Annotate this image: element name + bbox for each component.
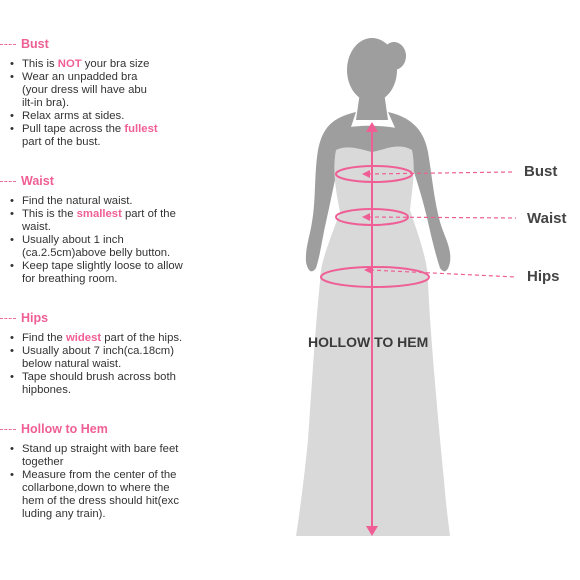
instruction-text: hem of the dress should hit(exc	[22, 495, 179, 507]
hips-measure-ellipse	[320, 266, 430, 288]
bust-section-title: Bust	[21, 37, 49, 51]
dashed-line	[0, 318, 16, 319]
instruction-line: luding any train).	[8, 508, 215, 521]
instruction-text: part of the hips.	[101, 332, 183, 344]
bust-arrow	[362, 170, 370, 178]
instruction-line: Pull tape across the fullest	[8, 123, 215, 136]
hollow-top-arrow	[366, 122, 378, 132]
instruction-line: This is NOT your bra size	[8, 58, 215, 71]
bust-pointer-line	[367, 171, 513, 175]
instruction-line: Relax arms at sides.	[8, 110, 215, 123]
instruction-text: This is	[22, 58, 58, 70]
instruction-line: Find the widest part of the hips.	[8, 332, 215, 345]
instruction-line: for breathing room.	[8, 273, 215, 286]
bust-label: Bust	[524, 163, 558, 180]
instruction-text: Wear an unpadded bra	[22, 71, 138, 83]
instruction-text: Find the natural waist.	[22, 195, 133, 207]
instruction-text: collarbone,down to where the	[22, 482, 170, 494]
instruction-text: your bra size	[81, 58, 150, 70]
highlighted-text: widest	[65, 332, 102, 344]
dashed-line	[0, 181, 16, 182]
instruction-line: Usually about 1 inch	[8, 234, 215, 247]
bust-section-header: Bust	[0, 36, 215, 54]
bust-section: Bust This is NOT your bra sizeWear an un…	[0, 36, 215, 149]
instruction-line: ilt-in bra).	[8, 97, 215, 110]
instruction-line: hem of the dress should hit(exc	[8, 495, 215, 508]
hem-bottom-arrow	[366, 526, 378, 536]
instruction-text: Measure from the center of the	[22, 469, 177, 481]
dashed-line	[0, 44, 16, 45]
instruction-text: Usually about 7 inch(ca.18cm)	[22, 345, 174, 357]
instruction-line: Usually about 7 inch(ca.18cm)	[8, 345, 215, 358]
highlighted-text: fullest	[124, 123, 158, 135]
waist-label: Waist	[527, 210, 567, 227]
instruction-line: part of the bust.	[8, 136, 215, 149]
instruction-line: waist.	[8, 221, 215, 234]
instruction-line: collarbone,down to where the	[8, 482, 215, 495]
instruction-text: waist.	[22, 221, 51, 233]
hips-label: Hips	[527, 268, 560, 285]
instruction-line: below natural waist.	[8, 358, 215, 371]
instruction-line: This is the smallest part of the	[8, 208, 215, 221]
bust-instructions: This is NOT your bra sizeWear an unpadde…	[8, 58, 215, 149]
instruction-text: below natural waist.	[22, 358, 122, 370]
bust-measure-ellipse	[335, 165, 413, 183]
waist-section-title: Waist	[21, 174, 54, 188]
hips-section-header: Hips	[0, 310, 215, 328]
hips-section-title: Hips	[21, 311, 49, 325]
instruction-line: Stand up straight with bare feet	[8, 443, 215, 456]
hollow-to-hem-section-title: Hollow to Hem	[21, 422, 108, 436]
instruction-line: (ca.2.5cm)above belly button.	[8, 247, 215, 260]
instruction-text: for breathing room.	[22, 273, 118, 285]
instruction-text: Relax arms at sides.	[22, 110, 125, 122]
instruction-line: Keep tape slightly loose to allow	[8, 260, 215, 273]
instruction-text: Stand up straight with bare feet	[22, 443, 179, 455]
hips-pointer-line	[369, 269, 517, 278]
dashed-line	[0, 429, 16, 430]
hollow-to-hem-section: Hollow to Hem Stand up straight with bar…	[0, 421, 215, 521]
instruction-text: ilt-in bra).	[22, 97, 70, 109]
instruction-text: (your dress will have abu	[22, 84, 147, 96]
instruction-line: (your dress will have abu	[8, 84, 215, 97]
hips-section: Hips Find the widest part of the hips.Us…	[0, 310, 215, 397]
instruction-line: together	[8, 456, 215, 469]
waist-arrow	[362, 213, 370, 221]
instruction-line: Find the natural waist.	[8, 195, 215, 208]
instruction-text: This is the	[22, 208, 77, 220]
instruction-line: hipbones.	[8, 384, 215, 397]
instruction-text: part of the	[121, 208, 176, 220]
instruction-text: Usually about 1 inch	[22, 234, 124, 246]
waist-section: Waist Find the natural waist.This is the…	[0, 173, 215, 286]
highlighted-text: smallest	[76, 208, 122, 220]
instruction-text: part of the bust.	[22, 136, 101, 148]
waist-pointer-line	[367, 216, 517, 219]
hollow-to-hem-label: HOLLOW TO HEM	[308, 334, 429, 350]
hips-instructions: Find the widest part of the hips.Usually…	[8, 332, 215, 397]
hollow-to-hem-instructions: Stand up straight with bare feettogether…	[8, 443, 215, 521]
instruction-line: Wear an unpadded bra	[8, 71, 215, 84]
hollow-to-hem-section-header: Hollow to Hem	[0, 421, 215, 439]
hips-arrow	[364, 266, 372, 274]
instruction-text: Keep tape slightly loose to allow	[22, 260, 183, 272]
instruction-line: Tape should brush across both	[8, 371, 215, 384]
waist-section-header: Waist	[0, 173, 215, 191]
instruction-text: (ca.2.5cm)above belly button.	[22, 247, 171, 259]
instruction-text: Tape should brush across both	[22, 371, 176, 383]
instruction-text: luding any train).	[22, 508, 106, 520]
instruction-text: together	[22, 456, 64, 468]
instruction-text: hipbones.	[22, 384, 71, 396]
highlighted-text: NOT	[57, 58, 82, 70]
instruction-line: Measure from the center of the	[8, 469, 215, 482]
waist-instructions: Find the natural waist.This is the small…	[8, 195, 215, 286]
instruction-text: Find the	[22, 332, 66, 344]
instruction-text: Pull tape across the	[22, 123, 125, 135]
